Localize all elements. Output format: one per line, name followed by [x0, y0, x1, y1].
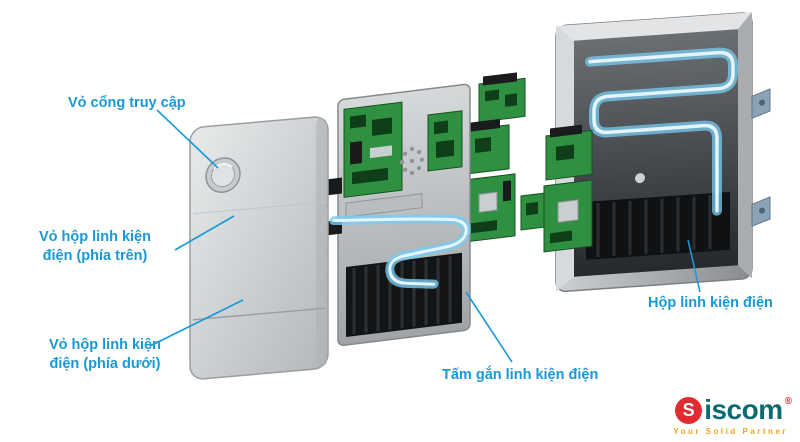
- leader-upper-cover: [174, 215, 235, 251]
- siscom-logo-text: iscom: [704, 394, 783, 425]
- mounting-tabs: [751, 88, 771, 228]
- circuit-board: [520, 192, 548, 231]
- box-vent-area: [586, 191, 730, 260]
- leader-lines: [149, 109, 701, 363]
- circuit-board: [478, 72, 526, 123]
- terminal-strip: [345, 193, 423, 218]
- leader-component-box: [687, 239, 701, 293]
- circuit-board: [464, 173, 516, 243]
- circuit-board: [543, 179, 593, 253]
- circuit-board: [466, 118, 510, 175]
- callout-access-port-cover: Vỏ cổng truy cập: [68, 95, 186, 111]
- callout-upper-cover: Vỏ hộp linh kiện điện (phía trên): [39, 229, 151, 264]
- callout-lower-cover: Vỏ hộp linh kiện điện (phía dưới): [49, 337, 161, 372]
- leader-lower-cover: [149, 299, 244, 347]
- registered-mark-icon: ®: [784, 396, 792, 407]
- siscom-logo: S iscom ® Your Solid Partner: [673, 394, 792, 436]
- callout-mounting-plate: Tấm gắn linh kiện điện: [442, 367, 599, 383]
- siscom-logo-mark: S: [675, 396, 703, 424]
- front-cover: [189, 116, 329, 380]
- plate-pcb-small: [427, 110, 463, 172]
- leader-access-port: [156, 109, 219, 169]
- box-tube-glow: [585, 47, 738, 216]
- box-hole: [635, 173, 645, 184]
- circuit-boards: [464, 72, 593, 253]
- circuit-board: [545, 124, 593, 181]
- heatsink: [346, 252, 462, 338]
- heatsink-fins: [352, 256, 452, 335]
- box-vent-slats: [596, 195, 712, 258]
- cover-seam: [193, 307, 325, 321]
- vent-hole-pattern: [399, 146, 425, 176]
- plate-tube-glow: [329, 214, 471, 289]
- callout-component-box: Hộp linh kiện điện: [648, 295, 773, 311]
- siscom-tagline: Your Solid Partner: [673, 427, 788, 436]
- mounting-plate: [312, 83, 471, 347]
- leader-mounting-plate: [465, 291, 513, 363]
